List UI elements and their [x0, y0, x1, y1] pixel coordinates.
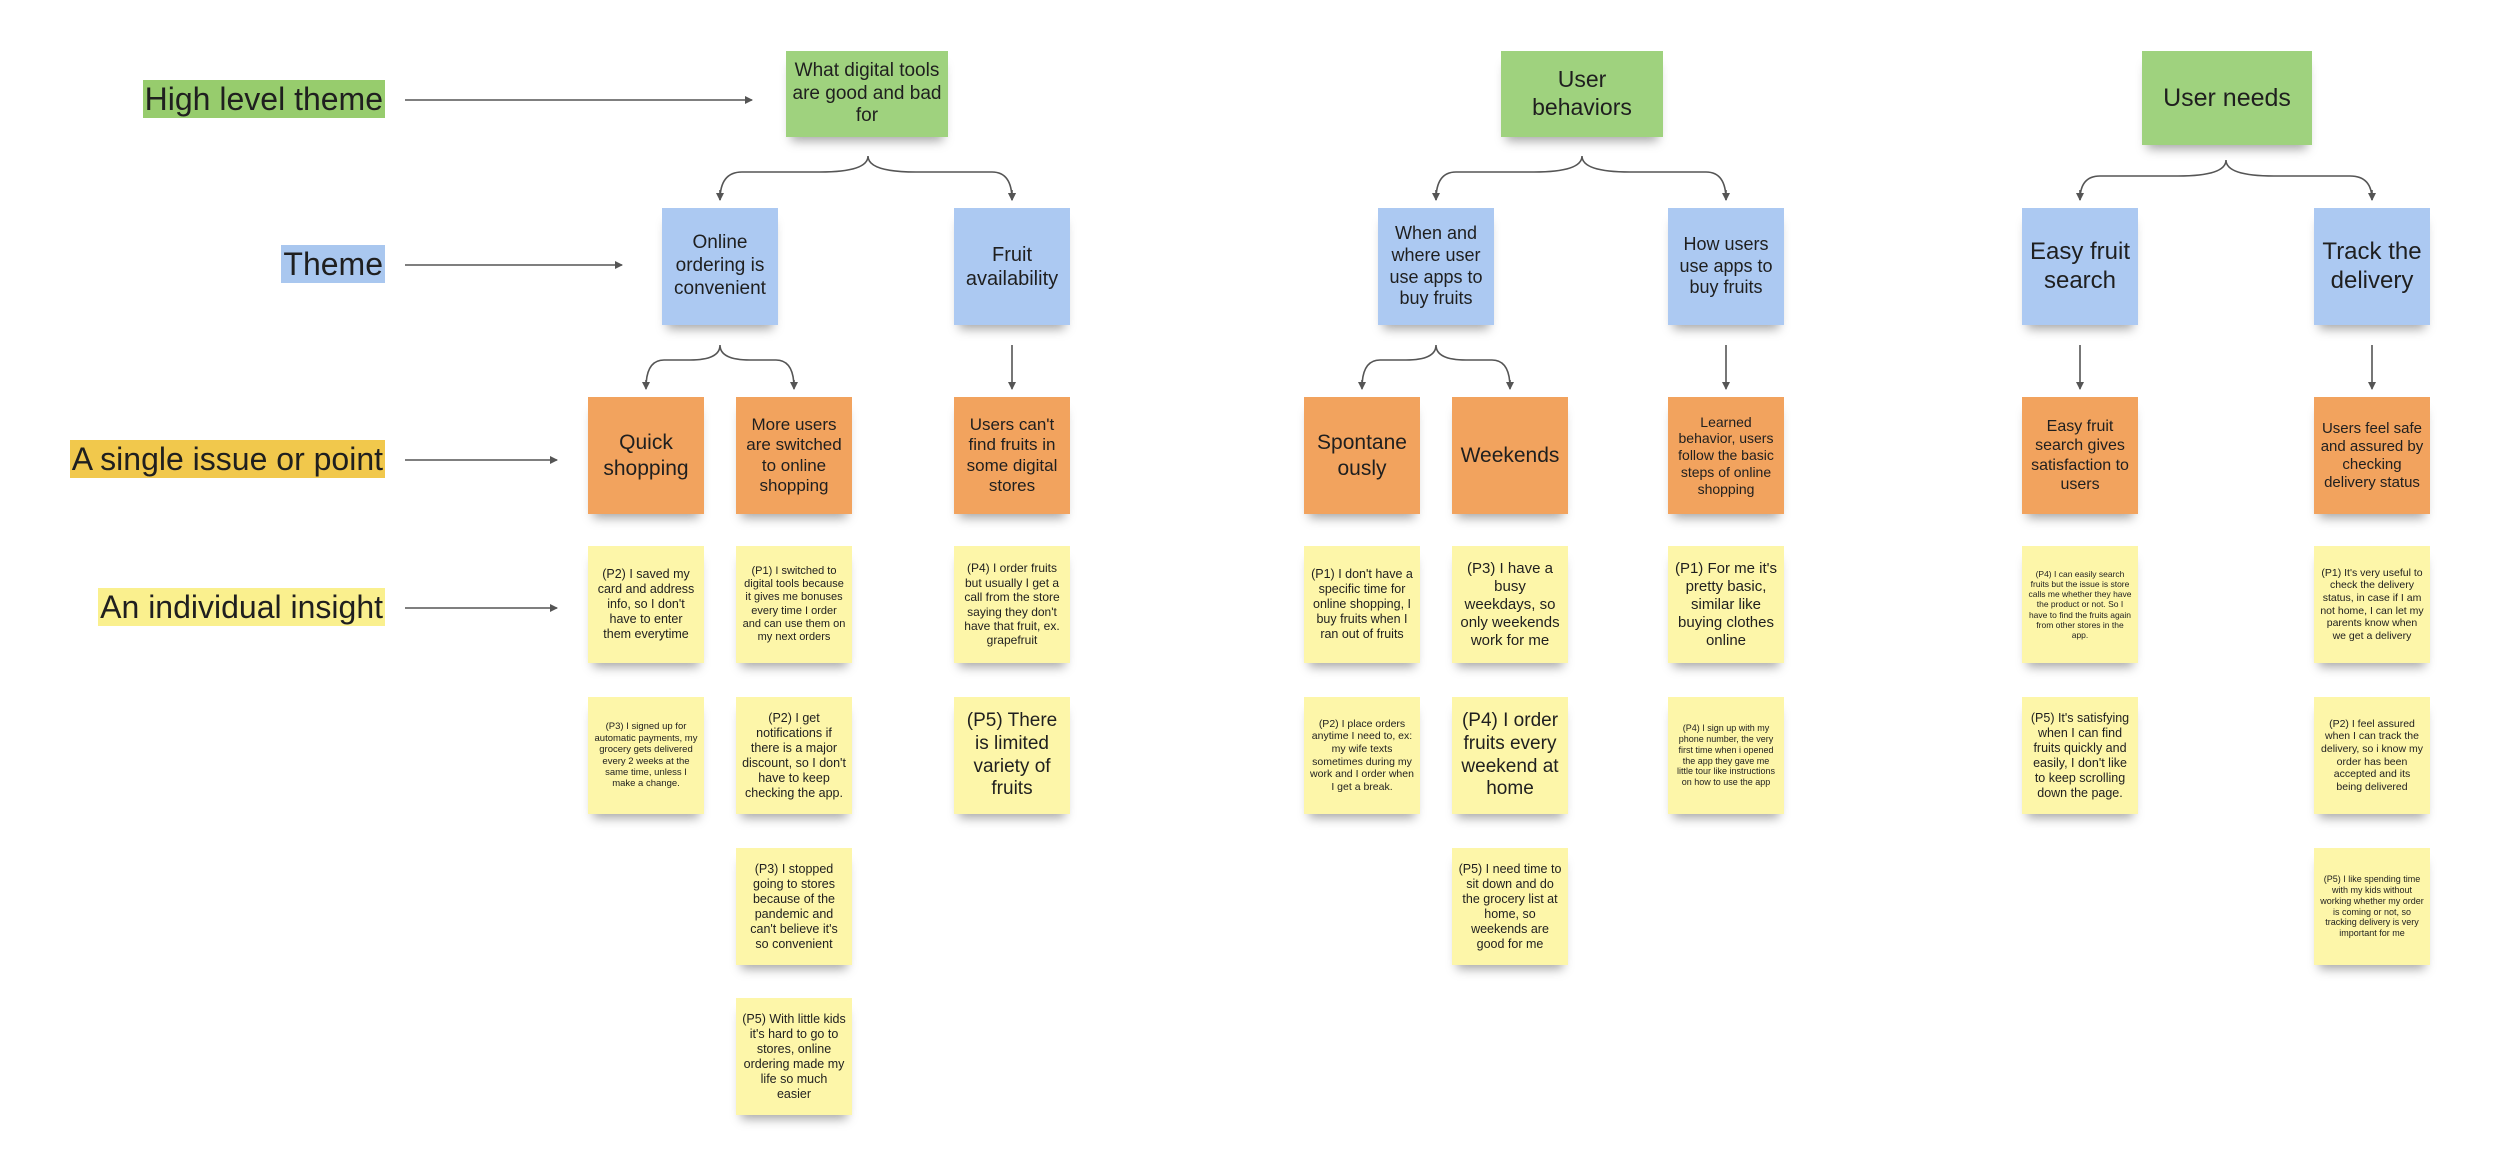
sticky-text: When and where user use apps to buy frui…: [1389, 223, 1483, 309]
sticky-insight[interactable]: (P3) I stopped going to stores because o…: [736, 848, 852, 965]
sticky-text: (P1) For me it's pretty basic, similar l…: [1674, 559, 1778, 649]
sticky-theme[interactable]: How users use apps to buy fruits: [1668, 208, 1784, 325]
sticky-text: Weekends: [1460, 443, 1560, 467]
sticky-text: User behaviors: [1532, 66, 1632, 120]
sticky-theme[interactable]: Fruit availability: [954, 208, 1070, 325]
sticky-text: Online ordering is convenient: [674, 232, 766, 299]
sticky-text: Track the delivery: [2322, 237, 2422, 294]
sticky-theme[interactable]: Easy fruit search: [2022, 208, 2138, 325]
sticky-insight[interactable]: (P4) I sign up with my phone number, the…: [1668, 697, 1784, 814]
sticky-text: Quick shopping: [603, 431, 689, 480]
brace-h1: [719, 155, 1012, 200]
sticky-text: (P3) I have a busy weekdays, so only wee…: [1460, 559, 1560, 649]
sticky-insight[interactable]: (P2) I saved my card and address info, s…: [588, 546, 704, 663]
sticky-text: (P4) I can easily search fruits but the …: [2028, 568, 2132, 640]
sticky-text: (P1) I don't have a specific time for on…: [1311, 567, 1413, 641]
sticky-insight[interactable]: (P2) I place orders anytime I need to, e…: [1304, 697, 1420, 814]
sticky-issue[interactable]: More users are switched to online shoppi…: [736, 397, 852, 514]
sticky-text: (P1) It's very useful to check the deliv…: [2320, 566, 2424, 642]
sticky-issue[interactable]: Users feel safe and assured by checking …: [2314, 397, 2430, 514]
sticky-insight[interactable]: (P1) I don't have a specific time for on…: [1304, 546, 1420, 663]
sticky-text: (P2) I get notifications if there is a m…: [742, 710, 846, 800]
sticky-text: (P5) I need time to sit down and do the …: [1458, 861, 1562, 951]
sticky-theme[interactable]: When and where user use apps to buy frui…: [1378, 208, 1494, 325]
brace-t1: [645, 344, 795, 389]
sticky-insight[interactable]: (P5) It's satisfying when I can find fru…: [2022, 697, 2138, 814]
sticky-text: How users use apps to buy fruits: [1679, 234, 1773, 298]
brace-h3: [2079, 159, 2373, 201]
sticky-text: (P1) I switched to digital tools because…: [742, 564, 846, 643]
sticky-insight[interactable]: (P1) It's very useful to check the deliv…: [2314, 546, 2430, 663]
sticky-insight[interactable]: (P3) I have a busy weekdays, so only wee…: [1452, 546, 1568, 663]
sticky-issue[interactable]: Users can't find fruits in some digital …: [954, 397, 1070, 514]
brace-h2: [1435, 155, 1727, 201]
sticky-high-level-theme[interactable]: What digital tools are good and bad for: [786, 51, 948, 137]
sticky-text: (P4) I sign up with my phone number, the…: [1676, 723, 1776, 788]
sticky-insight[interactable]: (P5) I like spending time with my kids w…: [2314, 848, 2430, 965]
sticky-text: Users can't find fruits in some digital …: [966, 414, 1058, 495]
sticky-theme[interactable]: Online ordering is convenient: [662, 208, 778, 325]
sticky-insight[interactable]: (P4) I can easily search fruits but the …: [2022, 546, 2138, 663]
sticky-text: (P4) I order fruits but usually I get a …: [964, 561, 1060, 648]
brace-t3: [1361, 344, 1511, 389]
sticky-text: (P3) I signed up for automatic payments,…: [594, 721, 698, 790]
sticky-text: (P5) It's satisfying when I can find fru…: [2030, 710, 2130, 800]
sticky-text: Easy fruit search: [2029, 237, 2131, 294]
sticky-insight[interactable]: (P2) I feel assured when I can track the…: [2314, 697, 2430, 814]
sticky-insight[interactable]: (P1) For me it's pretty basic, similar l…: [1668, 546, 1784, 663]
sticky-text: More users are switched to online shoppi…: [746, 414, 842, 495]
sticky-text: (P5) There is limited variety of fruits: [966, 709, 1058, 800]
sticky-text: (P5) I like spending time with my kids w…: [2320, 874, 2424, 939]
sticky-issue[interactable]: Weekends: [1452, 397, 1568, 514]
sticky-issue[interactable]: Easy fruit search gives satisfaction to …: [2022, 397, 2138, 514]
sticky-insight[interactable]: (P5) I need time to sit down and do the …: [1452, 848, 1568, 965]
sticky-insight[interactable]: (P3) I signed up for automatic payments,…: [588, 697, 704, 814]
sticky-issue[interactable]: Spontane ously: [1304, 397, 1420, 514]
sticky-text: What digital tools are good and bad for: [792, 59, 942, 127]
sticky-text: User needs: [2163, 84, 2291, 112]
sticky-theme[interactable]: Track the delivery: [2314, 208, 2430, 325]
sticky-insight[interactable]: (P1) I switched to digital tools because…: [736, 546, 852, 663]
sticky-issue[interactable]: Learned behavior, users follow the basic…: [1668, 397, 1784, 514]
sticky-text: (P2) I place orders anytime I need to, e…: [1310, 717, 1414, 793]
sticky-text: (P2) I feel assured when I can track the…: [2321, 717, 2423, 793]
sticky-insight[interactable]: (P5) With little kids it's hard to go to…: [736, 998, 852, 1115]
sticky-text: Easy fruit search gives satisfaction to …: [2031, 418, 2129, 493]
sticky-insight[interactable]: (P2) I get notifications if there is a m…: [736, 697, 852, 814]
legend-theme: Theme: [281, 245, 385, 283]
legend-insight: An individual insight: [98, 588, 385, 626]
legend-high-level-theme: High level theme: [142, 80, 385, 118]
sticky-text: Learned behavior, users follow the basic…: [1678, 413, 1774, 497]
sticky-insight[interactable]: (P5) There is limited variety of fruits: [954, 697, 1070, 814]
sticky-text: Spontane ously: [1317, 431, 1407, 480]
sticky-insight[interactable]: (P4) I order fruits but usually I get a …: [954, 546, 1070, 663]
sticky-high-level-theme[interactable]: User needs: [2142, 51, 2312, 145]
sticky-text: (P2) I saved my card and address info, s…: [597, 567, 695, 641]
sticky-text: (P5) With little kids it's hard to go to…: [742, 1011, 846, 1101]
legend-issue: A single issue or point: [69, 440, 385, 478]
sticky-text: Fruit availability: [965, 243, 1059, 290]
sticky-text: Users feel safe and assured by checking …: [2320, 419, 2424, 491]
sticky-text: (P4) I order fruits every weekend at hom…: [1461, 709, 1559, 800]
sticky-insight[interactable]: (P4) I order fruits every weekend at hom…: [1452, 697, 1568, 814]
sticky-text: (P3) I stopped going to stores because o…: [750, 861, 838, 951]
sticky-issue[interactable]: Quick shopping: [588, 397, 704, 514]
sticky-high-level-theme[interactable]: User behaviors: [1501, 51, 1663, 137]
